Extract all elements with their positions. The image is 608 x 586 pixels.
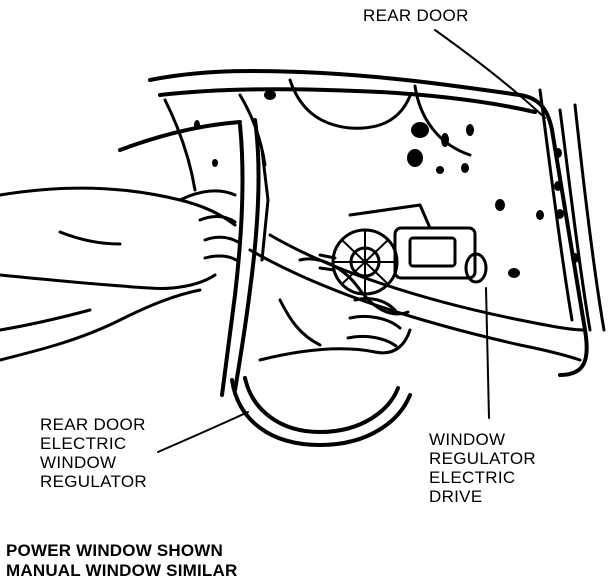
caption: POWER WINDOW SHOWN MANUAL WINDOW SIMILAR [6,541,238,580]
rear-door-edge [538,88,606,332]
regulator-label: REAR DOOR ELECTRIC WINDOW REGULATOR [40,415,147,491]
drive-label: WINDOW REGULATOR ELECTRIC DRIVE [429,430,536,506]
leader-lines [157,29,546,453]
panel-holes [194,90,579,278]
electric-drive-motor [318,203,488,296]
leader-regulator [157,411,249,453]
right-hand [258,257,412,362]
left-hand [0,186,240,332]
regulator-rail [220,118,412,447]
left-arm [0,288,202,362]
rear-door-label: REAR DOOR [363,6,469,25]
leader-drive [485,287,490,419]
leader-rear-door [434,29,546,119]
door-panel [118,68,589,377]
